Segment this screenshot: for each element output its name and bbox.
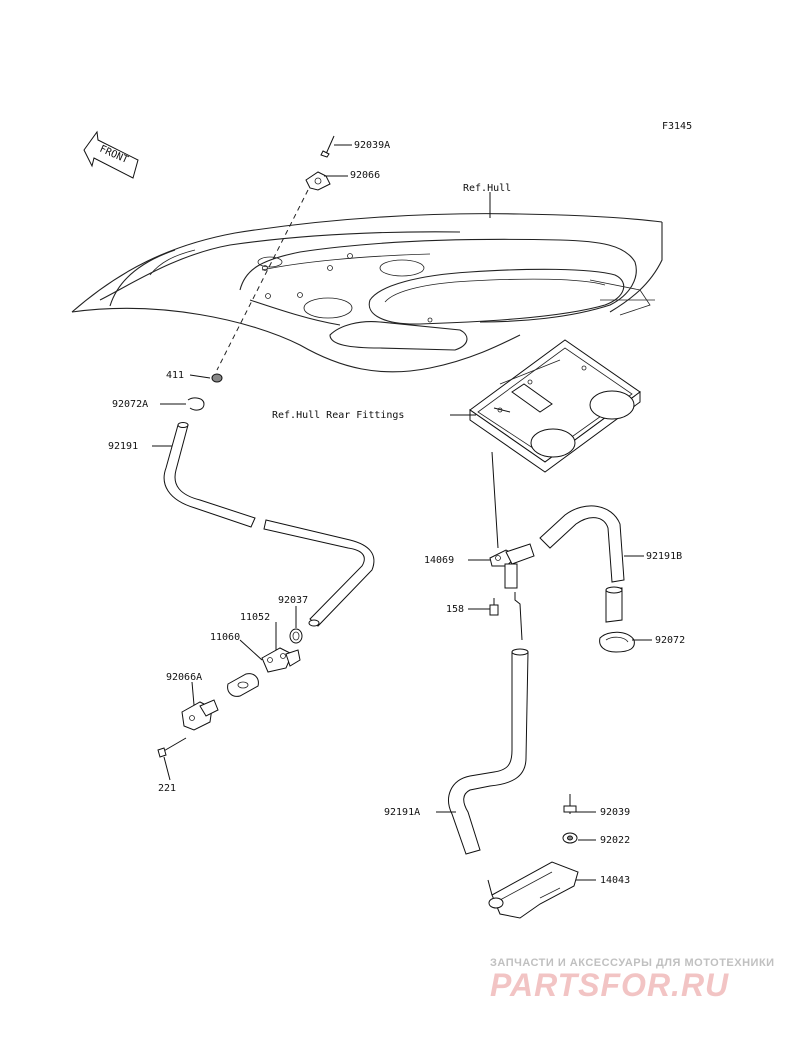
clamp-92072A-icon	[187, 397, 205, 411]
fitting-11052-icon	[261, 647, 301, 673]
gasket-11060-icon	[227, 673, 259, 697]
hose-92191-icon	[163, 422, 375, 627]
washer-92022-icon	[562, 832, 578, 844]
bolt-158-icon	[489, 598, 499, 616]
part-label-158: 158	[446, 604, 464, 615]
bolt-92039-icon	[563, 794, 577, 814]
part-label-92037: 92037	[278, 595, 308, 606]
watermark-brand: PARTSFOR.RU	[490, 967, 729, 1003]
clamp-92072-icon	[599, 631, 635, 653]
hose-92191A-icon	[448, 648, 529, 855]
leader-fitting-hose	[514, 592, 523, 641]
dash-connector-bolt	[216, 189, 309, 371]
part-label-92039A: 92039A	[354, 140, 390, 151]
bracket-14043-icon	[488, 861, 579, 919]
part-label-14043: 14043	[600, 875, 630, 886]
part-label-411: 411	[166, 370, 184, 381]
leader-hose-to-bracket	[487, 879, 493, 896]
part-label-92022: 92022	[600, 835, 630, 846]
screw-221-icon	[157, 737, 187, 758]
part-label-92191B: 92191B	[646, 551, 682, 562]
front-arrow-icon: FRONT	[83, 130, 139, 179]
part-label-92039: 92039	[600, 807, 630, 818]
ref-rear-fittings-label: Ref.Hull Rear Fittings	[272, 410, 404, 421]
part-label-92072: 92072	[655, 635, 685, 646]
watermark-tagline: ЗАПЧАСТИ И АКСЕССУАРЫ ДЛЯ МОТОТЕХНИКИ	[490, 957, 775, 969]
nut-411-icon	[211, 373, 223, 383]
hose-92191B-icon	[539, 505, 625, 623]
part-label-11052: 11052	[240, 612, 270, 623]
part-label-11060: 11060	[210, 632, 240, 643]
hull-outline	[71, 213, 663, 373]
part-label-92066A: 92066A	[166, 672, 202, 683]
figure-code: F3145	[662, 121, 692, 132]
part-label-92191A: 92191A	[384, 807, 420, 818]
ref-hull-label: Ref.Hull	[463, 183, 511, 194]
bracket-92066-icon	[305, 171, 331, 191]
part-label-92066: 92066	[350, 170, 380, 181]
part-label-221: 221	[158, 783, 176, 794]
rear-fittings-tray	[469, 339, 641, 473]
part-label-92191: 92191	[108, 441, 138, 452]
part-label-14069: 14069	[424, 555, 454, 566]
callout-leaders	[152, 144, 652, 881]
fitting-14069-icon	[489, 543, 535, 589]
part-label-92072A: 92072A	[112, 399, 148, 410]
leader-rear-fittings	[493, 407, 511, 413]
fitting-92066A-icon	[181, 699, 219, 731]
clamp-92037-icon	[289, 628, 303, 644]
bolt-92039A-icon	[320, 135, 335, 158]
leader-tray-to-fitting	[491, 451, 499, 549]
